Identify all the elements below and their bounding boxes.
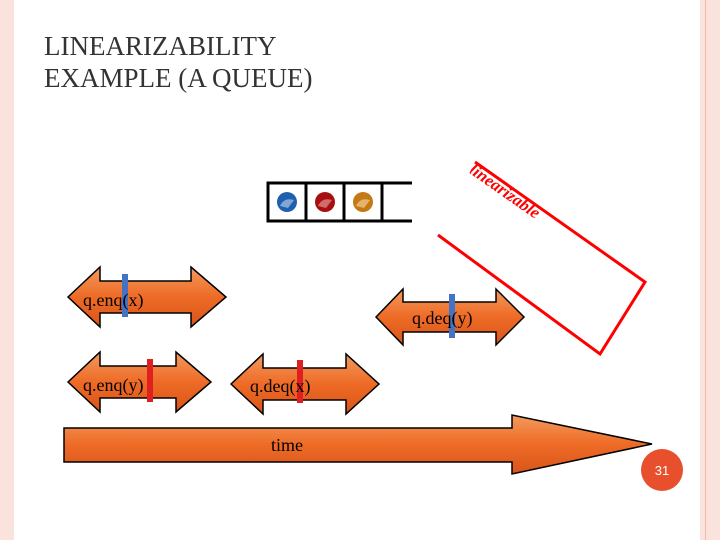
- time-arrow-shape: [63, 414, 653, 475]
- op-deq-y: q.deq(y): [374, 287, 526, 347]
- linearization-point-marker: [449, 294, 455, 338]
- op-enq-x-arrow: [66, 265, 228, 329]
- blue-item-icon: [277, 192, 297, 212]
- time-label: time: [271, 435, 303, 455]
- orange-item-icon: [353, 192, 373, 212]
- left-border: [0, 0, 14, 540]
- op-deq-x: q.deq(x): [229, 352, 381, 416]
- op-enq-x-label: q.enq(x): [83, 290, 143, 311]
- red-item-icon: [315, 192, 335, 212]
- linearization-point-marker: [297, 360, 303, 403]
- right-border-line: [705, 0, 706, 540]
- op-deq-y-label: q.deq(y): [412, 308, 472, 329]
- page-number-label: 31: [655, 463, 669, 478]
- op-deq-x-arrow: [229, 352, 381, 416]
- time-arrow: time: [63, 414, 653, 475]
- page-number: 31: [641, 449, 683, 491]
- linearization-point-marker: [122, 274, 128, 317]
- op-enq-y-label: q.enq(y): [83, 375, 143, 396]
- title-line-1: LINEARIZABILITY: [44, 31, 277, 61]
- op-enq-y: q.enq(y): [66, 350, 213, 414]
- slide-title: LINEARIZABILITY EXAMPLE (A QUEUE): [44, 30, 312, 94]
- op-deq-x-label: q.deq(x): [250, 376, 310, 397]
- op-enq-x: q.enq(x): [66, 265, 228, 329]
- title-line-2: EXAMPLE (A QUEUE): [44, 63, 313, 93]
- queue-open-end: [382, 181, 412, 223]
- op-enq-y-arrow: [66, 350, 213, 414]
- page-number-badge: [641, 449, 683, 491]
- linearization-point-marker: [147, 359, 153, 402]
- queue: [266, 181, 412, 223]
